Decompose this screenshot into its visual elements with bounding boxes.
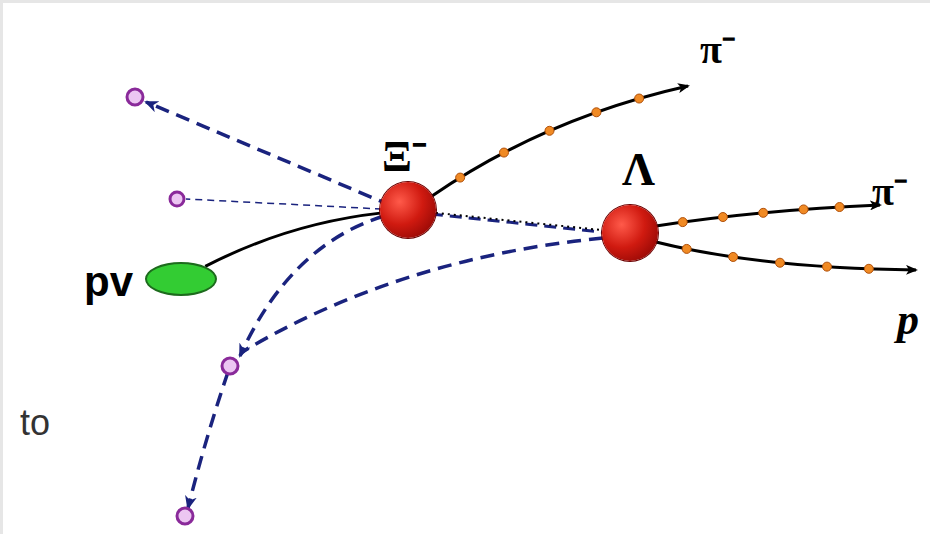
slide-text: to	[20, 402, 50, 444]
pion-track	[656, 205, 880, 226]
neutral-track	[412, 212, 602, 232]
hit-point	[127, 89, 143, 105]
particle-label: π⁻	[872, 162, 908, 217]
neutral-track	[240, 216, 384, 356]
vertex-label: Ξ⁻	[382, 124, 427, 184]
hit-dot	[592, 108, 601, 117]
neutral-track	[188, 372, 228, 508]
hit-dot	[499, 148, 508, 157]
hit-dot	[456, 173, 465, 182]
vertex-label: Λ	[622, 143, 655, 196]
hit-point	[170, 192, 184, 206]
hit-dot	[635, 94, 644, 103]
decay-vertex: Λ	[602, 205, 658, 261]
particle-label: π⁻	[700, 20, 736, 75]
hit-dot	[822, 262, 831, 271]
hit-dot	[759, 208, 768, 217]
neutral-track	[146, 102, 392, 206]
hit-dot	[775, 258, 784, 267]
hit-dot	[799, 205, 808, 214]
hit-dot	[682, 244, 691, 253]
particle-track	[205, 213, 380, 266]
hit-point	[222, 358, 238, 374]
frame-strip	[0, 0, 3, 534]
hit-dot	[678, 218, 687, 227]
hit-dot	[718, 213, 727, 222]
hit-point	[177, 508, 193, 524]
particle-track	[436, 213, 602, 230]
decay-vertex: Ξ⁻	[380, 182, 436, 238]
primary-vertex: pv	[145, 262, 217, 296]
particle-label: p	[897, 294, 919, 345]
hit-dot	[729, 252, 738, 261]
neutral-track	[242, 238, 603, 352]
pion-track	[432, 86, 688, 196]
hit-dot	[545, 126, 554, 135]
proton-track	[656, 242, 916, 270]
vertex-label: pv	[84, 258, 133, 306]
hit-dot	[864, 264, 873, 273]
neutral-track	[186, 199, 382, 209]
frame-strip	[0, 0, 930, 3]
hit-dot	[835, 203, 844, 212]
